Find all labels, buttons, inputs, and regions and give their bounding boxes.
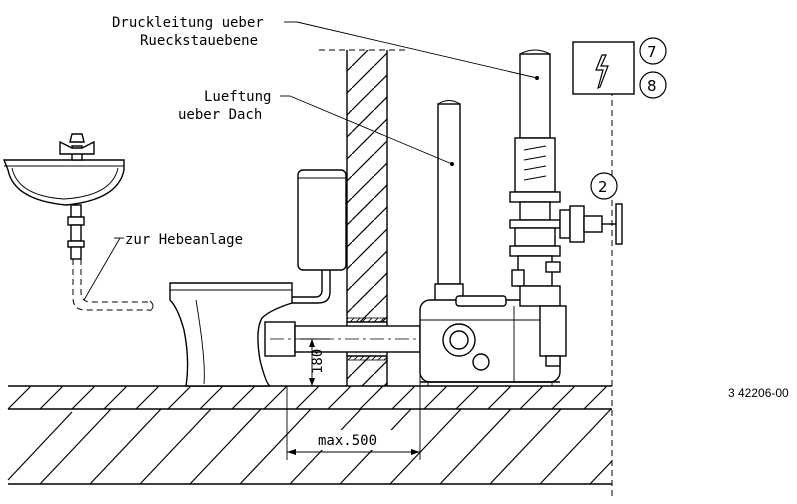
pressure-pipe: [509, 49, 623, 287]
callout-8: 8: [639, 71, 667, 99]
vent-label: Lueftung: [204, 89, 271, 105]
dimension-max-label: max.500: [318, 433, 377, 449]
document-number: 3 42206-00: [728, 386, 789, 400]
to-lifting-unit-label: zur Hebeanlage: [125, 232, 243, 248]
dim-max-500: [286, 356, 421, 460]
lifting-unit: [419, 285, 567, 386]
callout-2: 2: [590, 172, 618, 200]
svg-text:8: 8: [647, 77, 657, 95]
svg-text:7: 7: [647, 43, 657, 61]
lightning-bolt-icon: [595, 54, 609, 90]
washbasin: [2, 133, 154, 312]
pressure-line-sublabel: Rueckstauebene: [140, 33, 258, 49]
vent-pipe: [434, 100, 464, 305]
dimension-height-label: 180: [310, 349, 326, 374]
floor-slab: [7, 50, 613, 500]
dim-180: [300, 338, 330, 386]
leader-lines: [114, 21, 539, 239]
svg-text:2: 2: [598, 178, 608, 196]
electrical-box: [572, 41, 635, 95]
callout-7: 7: [639, 37, 667, 65]
pressure-line-label: Druckleitung ueber: [112, 15, 264, 31]
vent-sublabel: ueber Dach: [178, 107, 262, 123]
